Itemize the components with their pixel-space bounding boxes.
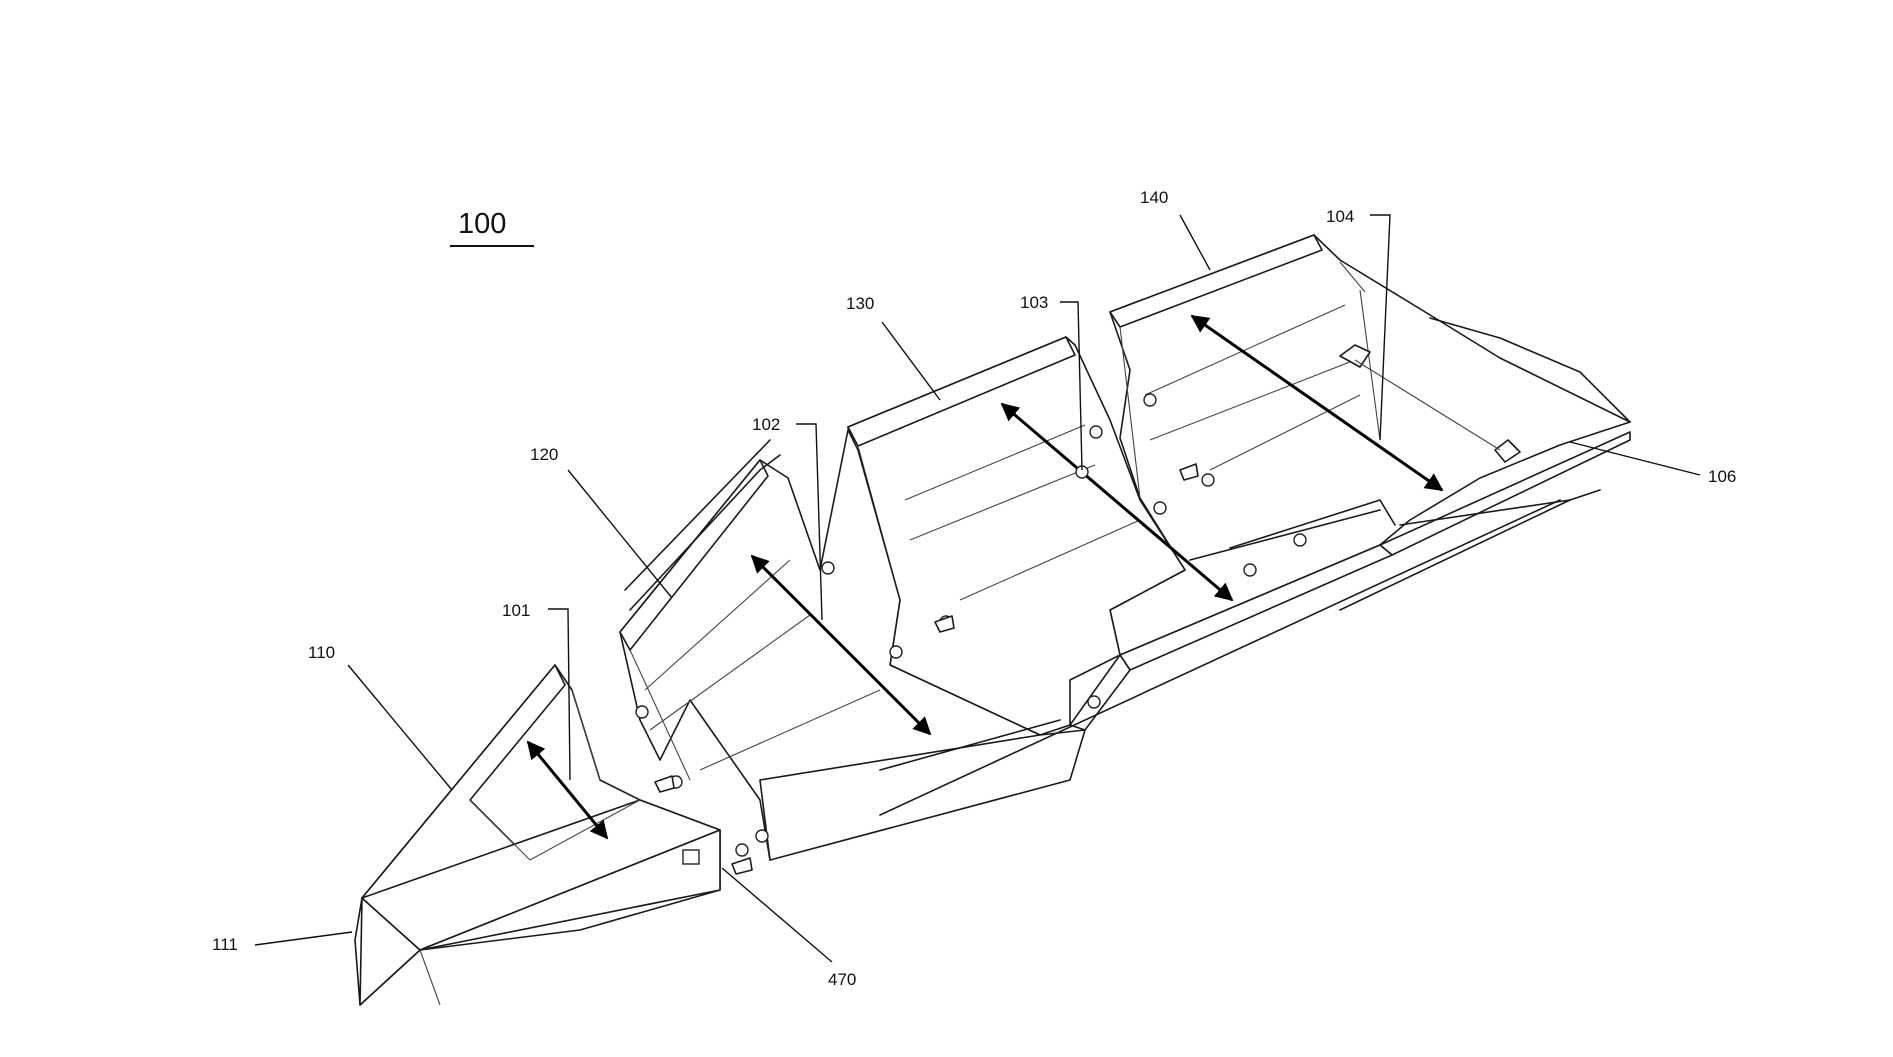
hull-section-140: [1110, 235, 1630, 655]
ref-label-103: 103: [1020, 293, 1048, 312]
bolt: [1202, 474, 1214, 486]
ref-label-101: 101: [502, 601, 530, 620]
ref-label-120: 120: [530, 445, 558, 464]
bolt: [736, 844, 748, 856]
figure-number: 100: [458, 208, 506, 240]
leader-130: [882, 322, 940, 400]
ref-label-110: 110: [308, 643, 335, 662]
ref-label-130: 130: [846, 294, 874, 313]
bolt: [1144, 394, 1156, 406]
bolt: [1090, 426, 1102, 438]
leader-140: [1180, 215, 1210, 270]
leader-470: [722, 868, 832, 962]
connector-470: [683, 850, 699, 864]
bolt: [1154, 502, 1166, 514]
ref-label-470: 470: [828, 970, 856, 989]
bolt: [1244, 564, 1256, 576]
ref-label-104: 104: [1326, 207, 1354, 226]
leader-111: [255, 932, 352, 945]
ref-label-102: 102: [752, 415, 780, 434]
bolt: [1088, 696, 1100, 708]
bolt: [822, 562, 834, 574]
leader-120: [568, 470, 672, 598]
ref-label-111: 111: [212, 935, 238, 954]
bolt: [1294, 534, 1306, 546]
bolt: [756, 830, 768, 842]
bolt: [890, 646, 902, 658]
ref-label-140: 140: [1140, 188, 1168, 207]
bolt: [636, 706, 648, 718]
ref-label-106: 106: [1708, 467, 1736, 486]
leader-110: [348, 665, 452, 790]
